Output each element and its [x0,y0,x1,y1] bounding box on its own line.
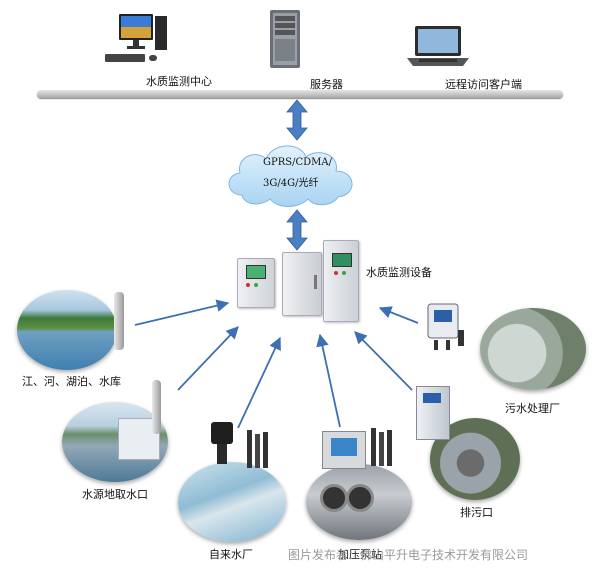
server-label: 服务器 [310,78,343,91]
sensor-icon [205,422,239,466]
control-cabinet-icon [323,240,359,322]
sewage-plant-scene [480,308,586,390]
waterworks-label: 自来水厂 [209,548,253,561]
water-source-scene [62,402,168,482]
arrow-rivers [134,299,230,326]
remote-client-label: 远程访问客户端 [445,78,522,91]
arrow-pressure [316,333,341,428]
arrow-outfall [354,331,413,391]
water-source-label: 水源地取水口 [82,488,148,501]
probe-icon [114,292,124,350]
arrow-waterworks [237,336,281,429]
network-bus [37,90,563,98]
network-label-line2: 3G/4G/光纤 [263,178,319,189]
control-cabinet-icon [237,258,275,308]
server-tower-icon [268,9,302,69]
pressure-station-scene [306,464,412,540]
sewage-plant-label: 污水处理厂 [505,402,560,415]
publisher-watermark: 图片发布者：佛山平升电子技术开发有限公司 [288,548,529,562]
pressure-station-label: 加压泵站 [338,548,382,561]
monitoring-device-label: 水质监测设备 [366,266,432,279]
laptop-icon [405,24,471,68]
cloud-icon [222,135,362,210]
desktop-computer-icon [103,12,169,66]
network-label-line1: GPRS/CDMA/ [263,157,332,168]
probe-icon [368,428,394,468]
rivers-lakes-scene [17,290,117,370]
monitor-panel-icon [322,431,366,469]
analyzer-device-icon [426,302,466,352]
control-cabinet-icon [282,252,322,316]
monitor-center-label: 水质监测中心 [146,75,212,88]
outfall-label: 排污口 [460,506,493,519]
probe-icon [152,380,161,434]
arrow-sewage [378,306,419,324]
double-arrow-top [286,99,308,141]
double-arrow-bottom [286,209,308,251]
analyzer-cabinet-icon [416,386,450,440]
rivers-label: 江、河、湖泊、水库 [22,375,121,388]
arrow-water-source [177,326,239,391]
probe-icon [244,430,270,470]
waterworks-scene [178,462,286,542]
